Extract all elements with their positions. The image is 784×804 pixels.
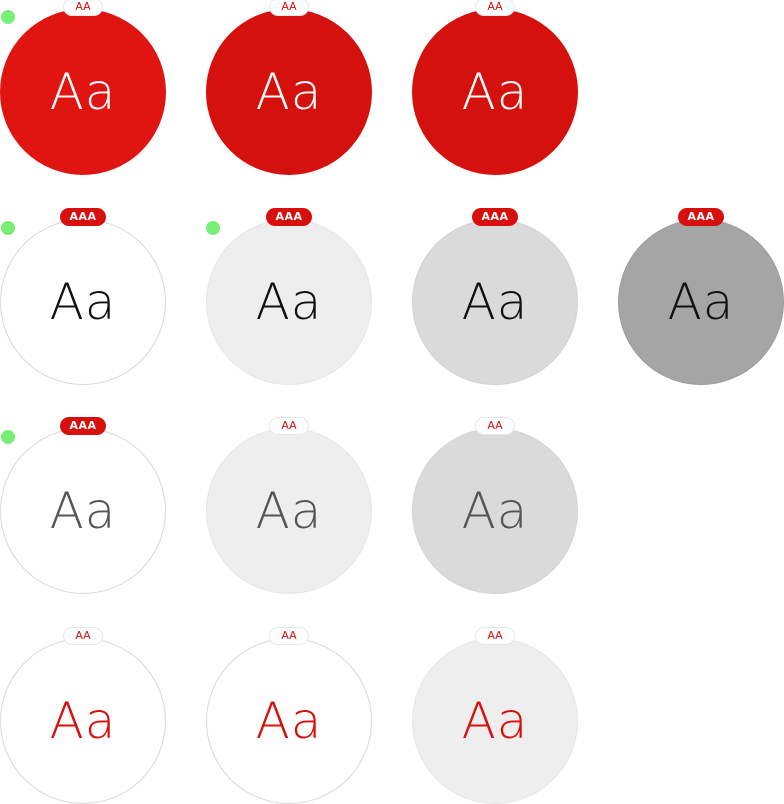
swatch-midgray-gray: Aa AA — [412, 417, 578, 594]
contrast-badge: AAA — [266, 208, 312, 226]
color-circle: Aa — [0, 638, 166, 804]
contrast-badge: AAA — [60, 417, 106, 435]
sample-text: Aa — [461, 482, 529, 540]
status-dot — [1, 430, 15, 444]
contrast-badge: AAA — [472, 208, 518, 226]
contrast-badge: AAA — [678, 208, 724, 226]
sample-text: Aa — [667, 273, 735, 331]
color-circle: Aa — [0, 9, 166, 175]
color-circle: Aa — [206, 428, 372, 594]
status-dot — [1, 221, 15, 235]
color-circle: Aa — [0, 428, 166, 594]
color-circle: Aa — [206, 219, 372, 385]
status-dot — [206, 221, 220, 235]
sample-text: Aa — [461, 692, 529, 750]
color-circle: Aa — [412, 428, 578, 594]
swatch-lightgray-red: Aa AA — [412, 627, 578, 804]
color-circle: Aa — [0, 219, 166, 385]
sample-text: Aa — [461, 63, 529, 121]
contrast-badge: AA — [63, 627, 103, 645]
contrast-badge: AAA — [60, 208, 106, 226]
contrast-badge: AA — [475, 417, 515, 435]
sample-text: Aa — [49, 273, 117, 331]
swatch-red-white: Aa AA — [206, 0, 372, 175]
contrast-badge: AA — [269, 417, 309, 435]
sample-text: Aa — [255, 692, 323, 750]
color-circle: Aa — [206, 9, 372, 175]
swatch-white-gray: Aa AAA — [0, 417, 166, 594]
contrast-badge: AA — [475, 627, 515, 645]
color-circle: Aa — [412, 219, 578, 385]
sample-text: Aa — [49, 482, 117, 540]
swatch-lightgray-gray: Aa AA — [206, 417, 372, 594]
contrast-badge: AA — [475, 0, 515, 16]
swatch-white-red: Aa AA — [0, 627, 166, 804]
sample-text: Aa — [255, 273, 323, 331]
contrast-badge: AA — [269, 627, 309, 645]
sample-text: Aa — [49, 692, 117, 750]
swatch-midgray-black: Aa AAA — [412, 208, 578, 385]
sample-text: Aa — [255, 63, 323, 121]
sample-text: Aa — [49, 63, 117, 121]
contrast-badge: AA — [269, 0, 309, 16]
color-circle: Aa — [206, 638, 372, 804]
contrast-badge: AA — [63, 0, 103, 16]
sample-text: Aa — [255, 482, 323, 540]
swatch-white-black: Aa AAA — [0, 208, 166, 385]
color-circle: Aa — [412, 638, 578, 804]
color-circle: Aa — [412, 9, 578, 175]
swatch-lightgray-black: Aa AAA — [206, 208, 372, 385]
swatch-red-white: Aa AA — [412, 0, 578, 175]
swatch-red-white: Aa AA — [0, 0, 166, 175]
status-dot — [1, 10, 15, 24]
color-circle: Aa — [618, 219, 784, 385]
swatch-darkgray-black: Aa AAA — [618, 208, 784, 385]
sample-text: Aa — [461, 273, 529, 331]
swatch-white-red: Aa AA — [206, 627, 372, 804]
